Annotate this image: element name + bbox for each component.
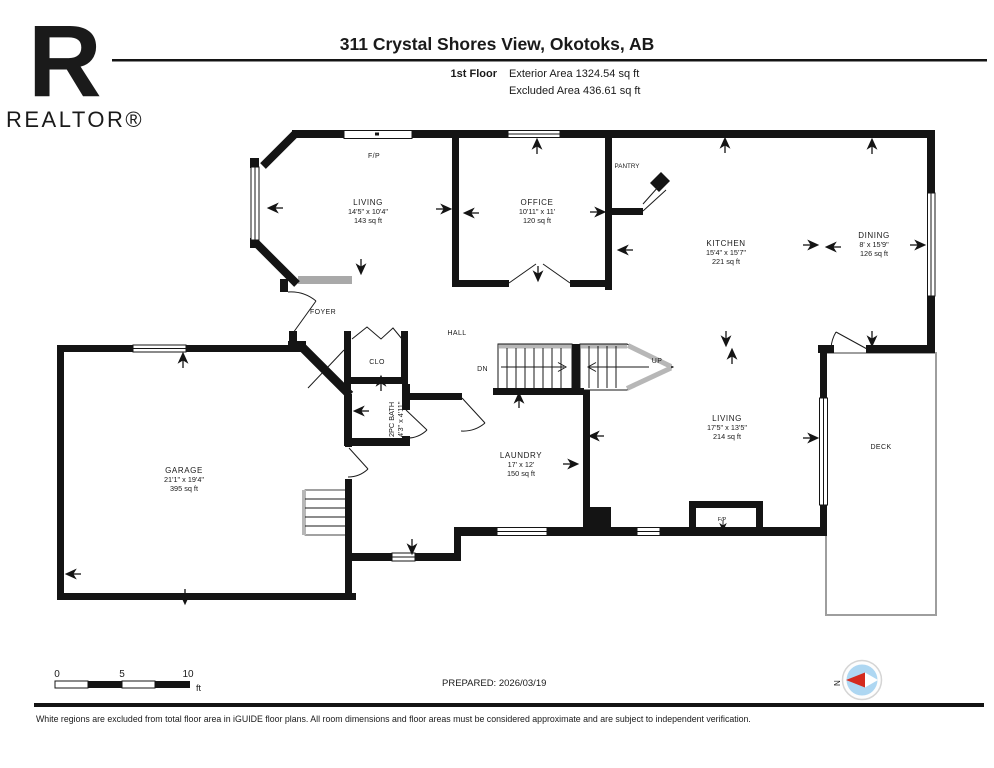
- prepared-date: PREPARED: 2026/03/19: [442, 678, 546, 689]
- office-name: OFFICE: [521, 198, 554, 207]
- floor-label: 1st Floor: [451, 68, 498, 80]
- deck-outline: [825, 352, 937, 616]
- compass-north-label: N: [833, 680, 842, 686]
- stairs-up: [579, 343, 675, 391]
- room-label-laundry: LAUNDRY 17' x 12' 150 sq ft: [500, 451, 542, 478]
- closet-label: CLO: [369, 359, 385, 366]
- room-label-office: OFFICE 10'11" x 11' 120 sq ft: [519, 198, 556, 225]
- scale-10: 10: [182, 669, 194, 680]
- fireplace1-label: F/P: [368, 153, 380, 160]
- bath-name: 2PC BATH: [387, 402, 396, 437]
- room-label-living2: LIVING 17'5" x 13'5" 214 sq ft: [707, 414, 747, 441]
- fireplace2-label: F/P: [718, 517, 727, 523]
- stairs-up-label: UP: [652, 358, 663, 365]
- foyer-label: FOYER: [310, 309, 336, 316]
- bifold-closet-doors: [351, 326, 403, 340]
- garage-area: 395 sq ft: [170, 484, 198, 493]
- room-label-living1: LIVING 14'5" x 10'4" 143 sq ft: [348, 198, 388, 225]
- compass-icon: N: [833, 659, 883, 701]
- living1-area: 143 sq ft: [354, 216, 382, 225]
- dining-dims: 8' x 15'9": [859, 240, 889, 249]
- office-area: 120 sq ft: [523, 216, 551, 225]
- realtor-logo: R REALTOR®: [6, 4, 144, 132]
- doors: [287, 185, 868, 478]
- laundry-area: 150 sq ft: [507, 469, 535, 478]
- scale-0: 0: [54, 669, 60, 680]
- garage-steps: [302, 489, 348, 536]
- header-rule: [112, 59, 987, 62]
- room-label-dining: DINING 8' x 15'9" 126 sq ft: [858, 231, 890, 258]
- living2-dims: 17'5" x 13'5": [707, 423, 747, 432]
- excluded-area: Excluded Area 436.61 sq ft: [509, 85, 640, 97]
- realtor-logo-text: REALTOR®: [6, 107, 144, 132]
- bath-dims: 4'3" x 4'11": [396, 401, 405, 437]
- living2-name: LIVING: [712, 414, 742, 423]
- laundry-name: LAUNDRY: [500, 451, 542, 460]
- windows: [132, 130, 936, 562]
- kitchen-area: 221 sq ft: [712, 257, 740, 266]
- footer-rule: [34, 703, 984, 707]
- pantry-label: PANTRY: [615, 163, 641, 170]
- living1-dims: 14'5" x 10'4": [348, 207, 388, 216]
- dining-name: DINING: [858, 231, 890, 240]
- dining-area: 126 sq ft: [860, 249, 888, 258]
- garage-name: GARAGE: [165, 466, 203, 475]
- scale-bar: 0 5 10 ft: [54, 669, 201, 693]
- living1-name: LIVING: [353, 198, 383, 207]
- stairs-down-label: DN: [477, 366, 488, 373]
- scale-unit: ft: [196, 683, 202, 693]
- page-title: 311 Crystal Shores View, Okotoks, AB: [340, 34, 655, 54]
- kitchen-name: KITCHEN: [706, 239, 745, 248]
- room-label-bath: 2PC BATH 4'3" x 4'11": [387, 401, 405, 437]
- deck-label: DECK: [870, 444, 891, 451]
- stairs-down: [497, 343, 573, 391]
- realtor-logo-letter: R: [28, 4, 102, 118]
- room-label-kitchen: KITCHEN 15'4" x 15'7" 221 sq ft: [706, 239, 746, 266]
- garage-dims: 21'1" x 19'4": [164, 475, 204, 484]
- disclaimer-text: White regions are excluded from total fl…: [36, 714, 751, 724]
- walls: [57, 130, 935, 600]
- exterior-area: Exterior Area 1324.54 sq ft: [509, 68, 639, 80]
- room-label-garage: GARAGE 21'1" x 19'4" 395 sq ft: [164, 466, 204, 493]
- laundry-dims: 17' x 12': [508, 460, 535, 469]
- railing: [298, 276, 352, 284]
- scale-5: 5: [119, 669, 125, 680]
- office-dims: 10'11" x 11': [519, 207, 556, 216]
- hall-label: HALL: [447, 330, 466, 337]
- living2-area: 214 sq ft: [713, 432, 741, 441]
- kitchen-dims: 15'4" x 15'7": [706, 248, 746, 257]
